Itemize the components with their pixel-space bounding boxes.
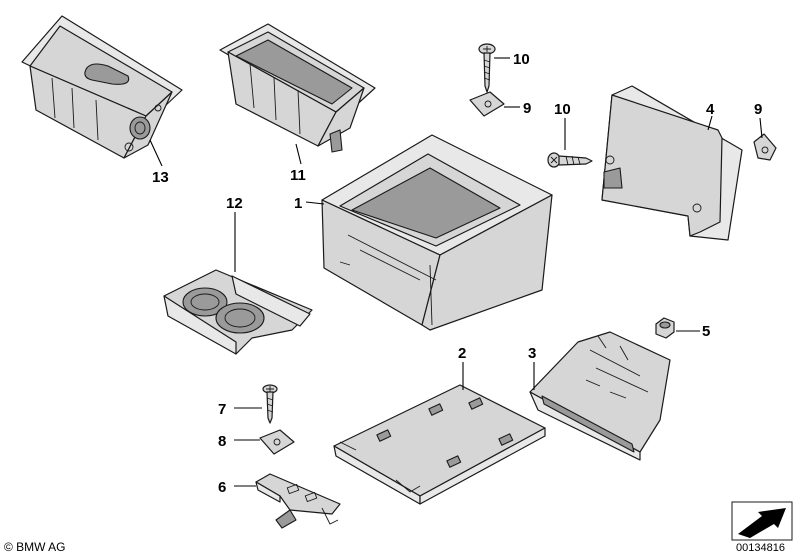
part-3-bracket[interactable] bbox=[529, 331, 671, 461]
callout-2: 2 bbox=[458, 345, 466, 362]
callout-9-right: 9 bbox=[754, 101, 762, 118]
callout-10-mid: 10 bbox=[554, 101, 571, 118]
part-11-open-tray[interactable] bbox=[219, 23, 376, 153]
callout-4: 4 bbox=[706, 101, 715, 118]
part-6-small-bracket[interactable] bbox=[255, 473, 341, 529]
part-4-side-panel[interactable] bbox=[601, 85, 743, 241]
part-10-screw-mid[interactable] bbox=[547, 152, 593, 168]
callout-labels: 13 11 1 12 10 9 10 4 9 5 2 3 7 8 6 bbox=[152, 51, 762, 496]
part-5-hex-nut[interactable] bbox=[655, 317, 675, 339]
callout-3: 3 bbox=[528, 345, 536, 362]
part-7-screw[interactable] bbox=[262, 384, 278, 424]
direction-arrow-icon bbox=[731, 501, 793, 541]
callout-11: 11 bbox=[290, 167, 306, 184]
callout-7: 7 bbox=[218, 401, 226, 418]
copyright-text: © BMW AG bbox=[4, 540, 66, 554]
callout-10-top: 10 bbox=[513, 51, 530, 68]
callout-8: 8 bbox=[218, 433, 226, 450]
part-1-console-bin[interactable] bbox=[321, 134, 553, 331]
part-12-cup-holder[interactable] bbox=[163, 269, 313, 355]
leader-lines bbox=[149, 57, 763, 487]
part-13-storage-box-with-socket[interactable] bbox=[21, 15, 183, 159]
diagram-number: 00134816 bbox=[736, 542, 785, 554]
callout-12: 12 bbox=[226, 195, 243, 212]
part-9-clip-nut-right[interactable] bbox=[753, 133, 777, 161]
callout-6: 6 bbox=[218, 479, 226, 496]
callout-1: 1 bbox=[294, 195, 302, 212]
part-9-clip-nut-top[interactable] bbox=[469, 91, 505, 117]
part-10-screw-top[interactable] bbox=[478, 43, 496, 93]
callout-9-top: 9 bbox=[523, 100, 531, 117]
part-2-base-plate[interactable] bbox=[333, 384, 546, 505]
callout-5: 5 bbox=[702, 323, 710, 340]
callout-13: 13 bbox=[152, 169, 169, 186]
part-8-clip-nut[interactable] bbox=[259, 429, 295, 455]
